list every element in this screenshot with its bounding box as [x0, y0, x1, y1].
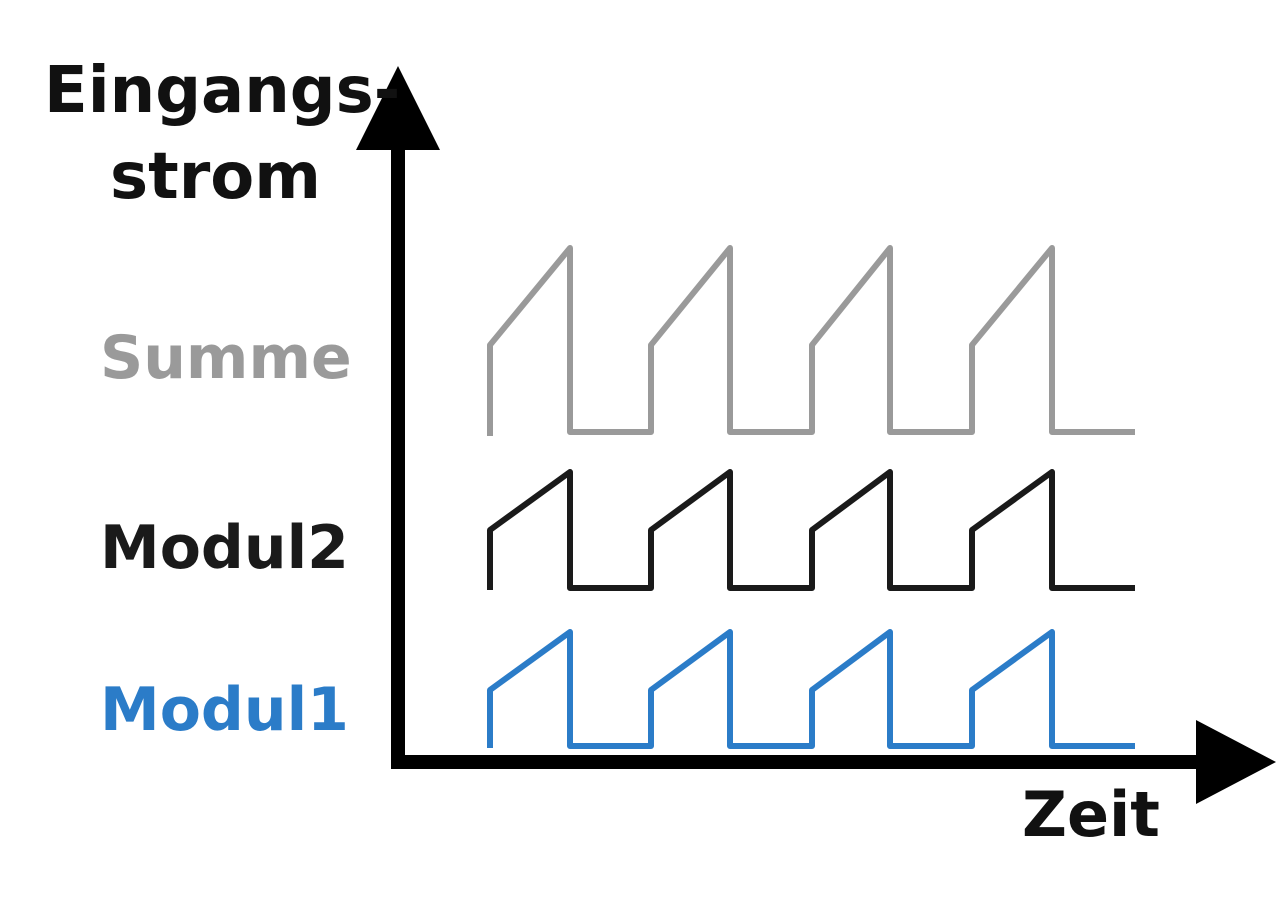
y-axis-arrow [356, 66, 440, 150]
waveform-modul1 [487, 629, 1135, 749]
y-axis-label-line2: strom [110, 140, 321, 214]
axes [356, 66, 1276, 804]
signal-label-modul2: Modul2 [100, 513, 349, 583]
signal-label-modul1: Modul1 [100, 675, 349, 745]
signal-label-summe: Summe [100, 323, 352, 393]
x-axis-arrow [1196, 720, 1276, 804]
x-axis-label: Zeit [1022, 778, 1160, 851]
y-axis-label-line1: Eingangs- [44, 54, 400, 128]
waveform-summe [487, 245, 1135, 436]
waveform-modul2 [487, 469, 1135, 591]
